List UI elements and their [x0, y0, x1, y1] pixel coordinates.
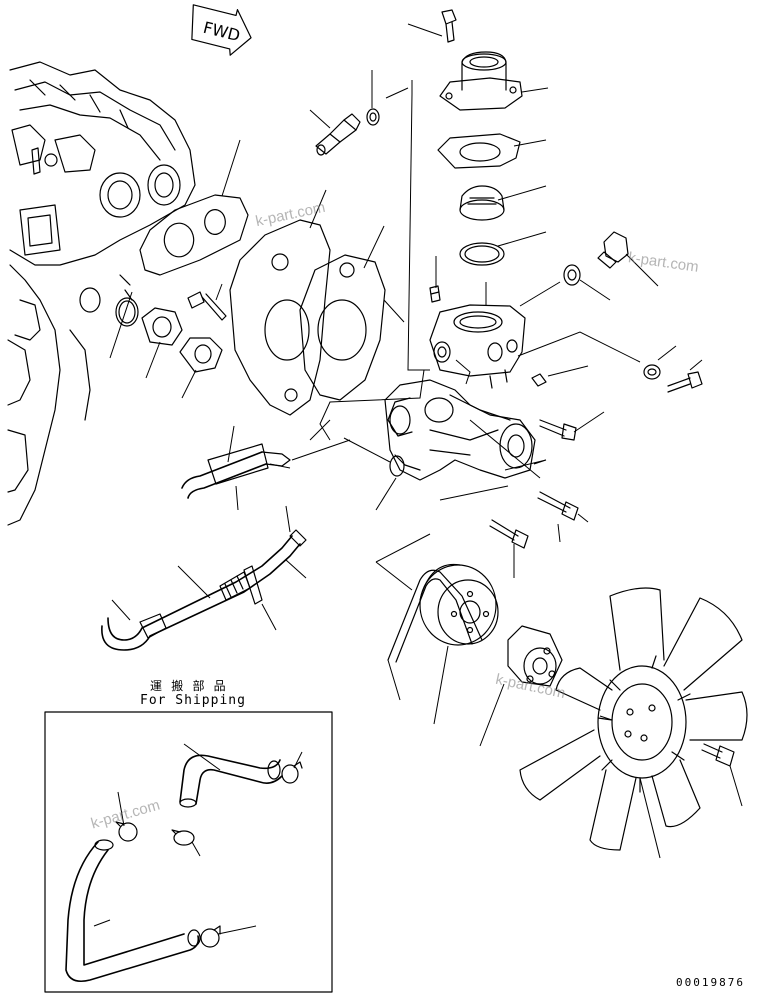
flange-bolt — [187, 291, 227, 321]
flange-gasket — [179, 337, 223, 373]
pump-bolt-middle — [537, 491, 579, 521]
water-pump-gasket — [299, 254, 386, 401]
fan-pulley — [419, 563, 499, 646]
water-outlet-elbow — [439, 51, 523, 111]
pump-bolt-upper — [539, 419, 577, 441]
water-pump — [384, 379, 536, 481]
drawing-number: 00019876 — [676, 976, 745, 989]
leader-lines — [109, 23, 743, 859]
plug-washer — [563, 264, 581, 286]
thermostat-seal-ring — [459, 242, 505, 266]
shipping-title-jp: 運 搬 部 品 — [150, 679, 227, 693]
o-ring — [115, 297, 139, 327]
thermostat-gasket — [437, 133, 521, 169]
fan-spacer — [507, 625, 563, 687]
front-cover-gasket — [229, 219, 331, 416]
drain-plug — [597, 231, 629, 269]
housing-washer — [643, 364, 661, 380]
temperature-sensor — [315, 113, 361, 156]
hose-clamp-4 — [200, 925, 221, 948]
hose-clamp-1 — [281, 761, 303, 784]
shipping-box — [44, 711, 333, 993]
housing-bolt-right — [667, 371, 703, 393]
fan-belt — [387, 569, 483, 663]
small-housing-bolt — [531, 373, 547, 387]
shipping-leaders — [93, 743, 303, 935]
thermostat-housing — [429, 304, 526, 389]
pump-bolt-lower — [489, 519, 529, 549]
cylinder-head — [7, 61, 196, 526]
sensor-washer — [366, 108, 380, 126]
main-pipe — [101, 529, 307, 651]
thermostat — [459, 185, 505, 221]
hose-clamp-3 — [171, 829, 195, 846]
connector-flange — [141, 307, 183, 346]
fan-bolt — [701, 743, 735, 767]
hose-clamp-2 — [115, 821, 138, 842]
fwd-arrow-icon — [191, 4, 252, 56]
shipping-title-en: For Shipping — [140, 693, 246, 708]
cooling-fan — [519, 587, 748, 851]
top-bolt — [441, 9, 457, 43]
small-plug — [429, 285, 441, 303]
shipping-hose-lower — [65, 839, 201, 983]
exhaust-gasket — [139, 194, 249, 276]
bypass-hose — [181, 443, 291, 499]
shipping-hose-upper — [179, 754, 283, 808]
